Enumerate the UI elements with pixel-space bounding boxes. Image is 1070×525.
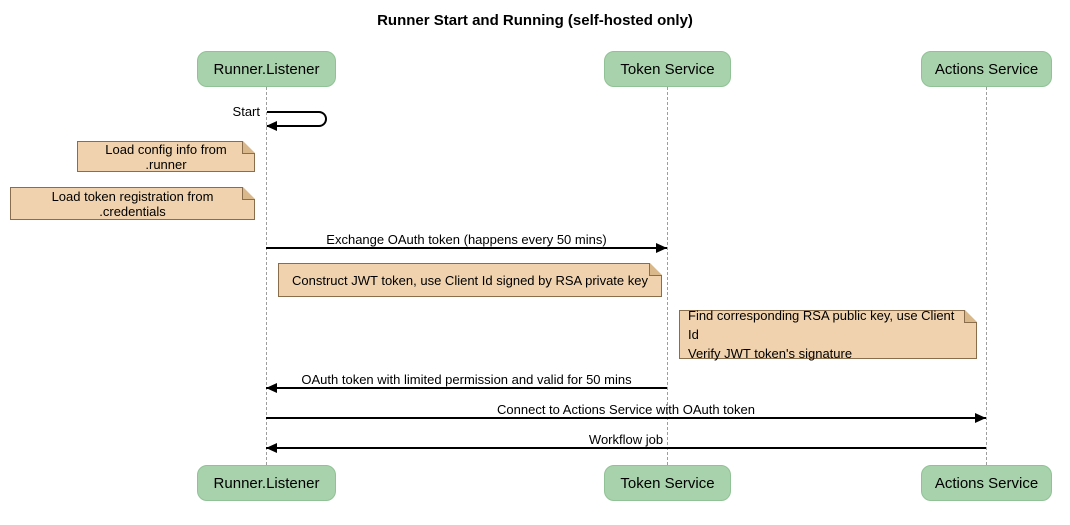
actor-bottom-token-service: Token Service <box>604 465 731 501</box>
note-construct-jwt: Construct JWT token, use Client Id signe… <box>278 263 662 297</box>
message-label: Connect to Actions Service with OAuth to… <box>497 402 755 417</box>
actor-label: Runner.Listener <box>213 474 320 492</box>
note-load-token-registration: Load token registration from .credential… <box>10 187 255 220</box>
actor-label: Actions Service <box>934 474 1039 492</box>
arrowhead-left-icon <box>266 383 277 393</box>
arrowhead-right-icon <box>975 413 986 423</box>
message-connect-actions-service: Connect to Actions Service with OAuth to… <box>266 402 986 423</box>
diagram-title: Runner Start and Running (self-hosted on… <box>377 12 693 29</box>
actor-label: Actions Service <box>934 60 1039 78</box>
actor-bottom-runner-listener: Runner.Listener <box>197 465 336 501</box>
message-label: OAuth token with limited permission and … <box>301 372 632 387</box>
note-text: Load config info from .runner <box>105 141 227 172</box>
message-exchange-oauth: Exchange OAuth token (happens every 50 m… <box>266 232 667 253</box>
note-text: Construct JWT token, use Client Id signe… <box>292 272 648 288</box>
arrowhead-left-icon <box>266 443 277 453</box>
lifeline-runner-listener <box>266 87 267 465</box>
arrowhead-right-icon <box>656 243 667 253</box>
arrowhead-left-icon <box>266 121 277 131</box>
message-line <box>266 243 667 253</box>
actor-label: Token Service <box>620 474 715 492</box>
message-label: Workflow job <box>588 432 664 447</box>
actor-top-token-service: Token Service <box>604 51 731 87</box>
note-text-line1: Find corresponding RSA public key, use C… <box>688 308 955 342</box>
lifeline-token-service <box>667 87 668 465</box>
message-label: Exchange OAuth token (happens every 50 m… <box>326 232 607 247</box>
note-load-config: Load config info from .runner <box>77 141 255 172</box>
message-line <box>266 443 986 453</box>
actor-top-actions-service: Actions Service <box>921 51 1052 87</box>
message-line <box>266 383 667 393</box>
actor-label: Token Service <box>620 60 715 78</box>
self-loop-line <box>267 111 327 127</box>
actor-bottom-actions-service: Actions Service <box>921 465 1052 501</box>
message-workflow-job: Workflow job <box>266 432 986 453</box>
message-oauth-token-returned: OAuth token with limited permission and … <box>266 372 667 393</box>
actor-label: Runner.Listener <box>213 60 320 78</box>
note-verify-jwt: Find corresponding RSA public key, use C… <box>679 308 977 361</box>
actor-top-runner-listener: Runner.Listener <box>197 51 336 87</box>
note-text-line2: Verify JWT token's signature <box>688 346 853 361</box>
message-line <box>266 413 986 423</box>
lifeline-actions-service <box>986 87 987 465</box>
note-text: Load token registration from .credential… <box>51 188 214 219</box>
self-message-label: Start <box>232 104 260 119</box>
